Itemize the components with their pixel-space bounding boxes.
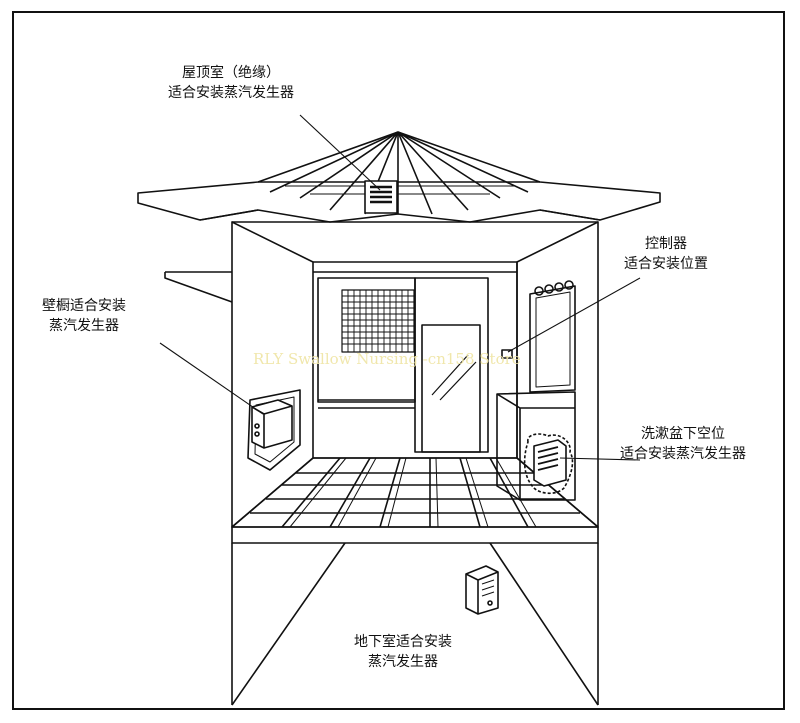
floor [231, 457, 599, 528]
watermark: RLY Swallow Nursing -cn158 Store [253, 350, 521, 368]
leader-lines [159, 114, 641, 461]
sink-label-line1: 洗漱盆下空位 [641, 426, 725, 442]
closet-steam-generator [247, 389, 301, 471]
sink-label: 洗漱盆下空位 适合安装蒸汽发生器 [620, 424, 746, 464]
control-label-line1: 控制器 [645, 236, 687, 252]
roof [137, 131, 661, 223]
walls [164, 221, 599, 528]
window-grid [341, 289, 415, 353]
closet-label: 壁橱适合安装 蒸汽发生器 [42, 296, 126, 336]
vanity [496, 280, 576, 501]
control-label-line2: 适合安装位置 [624, 256, 708, 272]
basement-label-line1: 地下室适合安装 [354, 634, 452, 650]
closet-label-line2: 蒸汽发生器 [49, 318, 119, 334]
diagram-frame [12, 11, 785, 710]
control-label: 控制器 适合安装位置 [624, 234, 708, 274]
attic-label-line2: 适合安装蒸汽发生器 [168, 85, 294, 101]
attic-label-line1: 屋顶室（绝缘） [182, 65, 280, 81]
basement-label-line2: 蒸汽发生器 [368, 654, 438, 670]
closet-label-line1: 壁橱适合安装 [42, 298, 126, 314]
attic-label: 屋顶室（绝缘） 适合安装蒸汽发生器 [168, 63, 294, 103]
basement [231, 526, 599, 706]
sink-label-line2: 适合安装蒸汽发生器 [620, 446, 746, 462]
basement-label: 地下室适合安装 蒸汽发生器 [354, 632, 452, 672]
sink-steam-generator [523, 433, 574, 495]
